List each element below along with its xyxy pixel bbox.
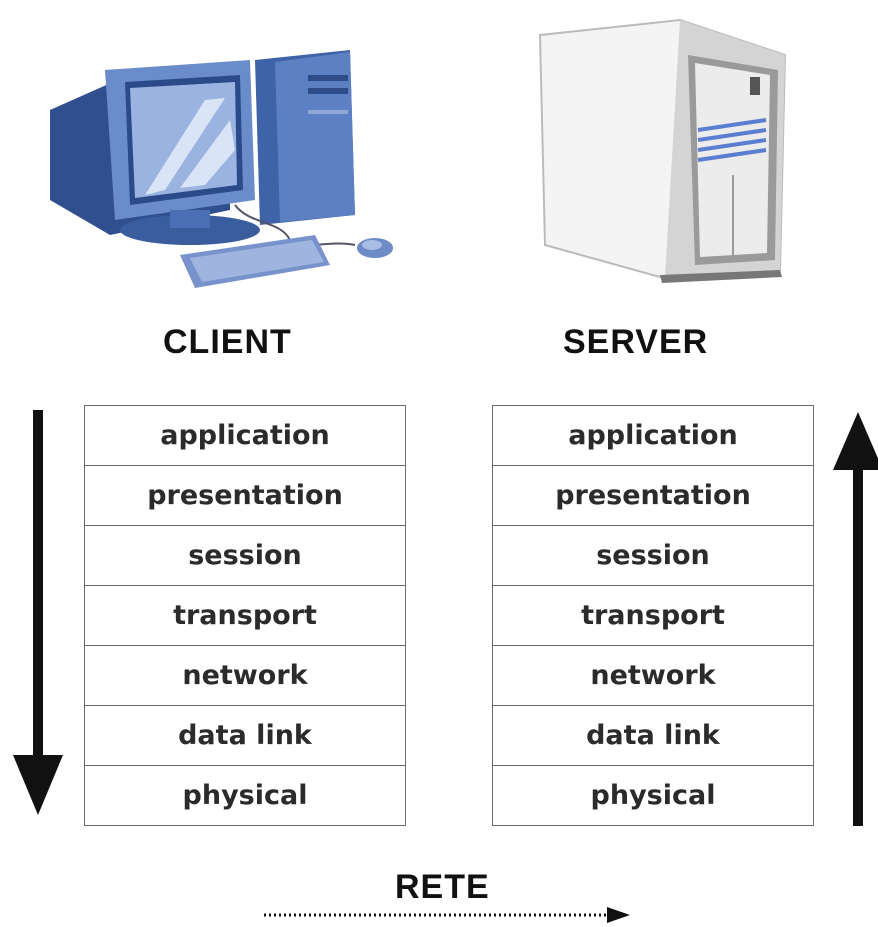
client-label: CLIENT <box>163 323 292 361</box>
server-tower-icon <box>538 18 787 283</box>
server-layer-session: session <box>493 526 813 586</box>
dotted-right-arrow-icon <box>264 907 630 923</box>
desktop-computer-icon <box>50 50 393 288</box>
server-label: SERVER <box>563 323 709 361</box>
server-layer-transport: transport <box>493 586 813 646</box>
client-layer-transport: transport <box>85 586 405 646</box>
down-arrow-icon <box>13 410 63 815</box>
up-arrow-icon <box>833 412 878 826</box>
client-layer-session: session <box>85 526 405 586</box>
server-layer-physical: physical <box>493 766 813 826</box>
network-label: RETE <box>395 868 490 906</box>
client-layer-network: network <box>85 646 405 706</box>
server-layer-data-link: data link <box>493 706 813 766</box>
client-layer-physical: physical <box>85 766 405 826</box>
client-layer-application: application <box>85 406 405 466</box>
server-osi-stack: application presentation session transpo… <box>492 405 814 826</box>
server-layer-application: application <box>493 406 813 466</box>
server-layer-presentation: presentation <box>493 466 813 526</box>
client-osi-stack: application presentation session transpo… <box>84 405 406 826</box>
client-layer-data-link: data link <box>85 706 405 766</box>
server-layer-network: network <box>493 646 813 706</box>
client-layer-presentation: presentation <box>85 466 405 526</box>
